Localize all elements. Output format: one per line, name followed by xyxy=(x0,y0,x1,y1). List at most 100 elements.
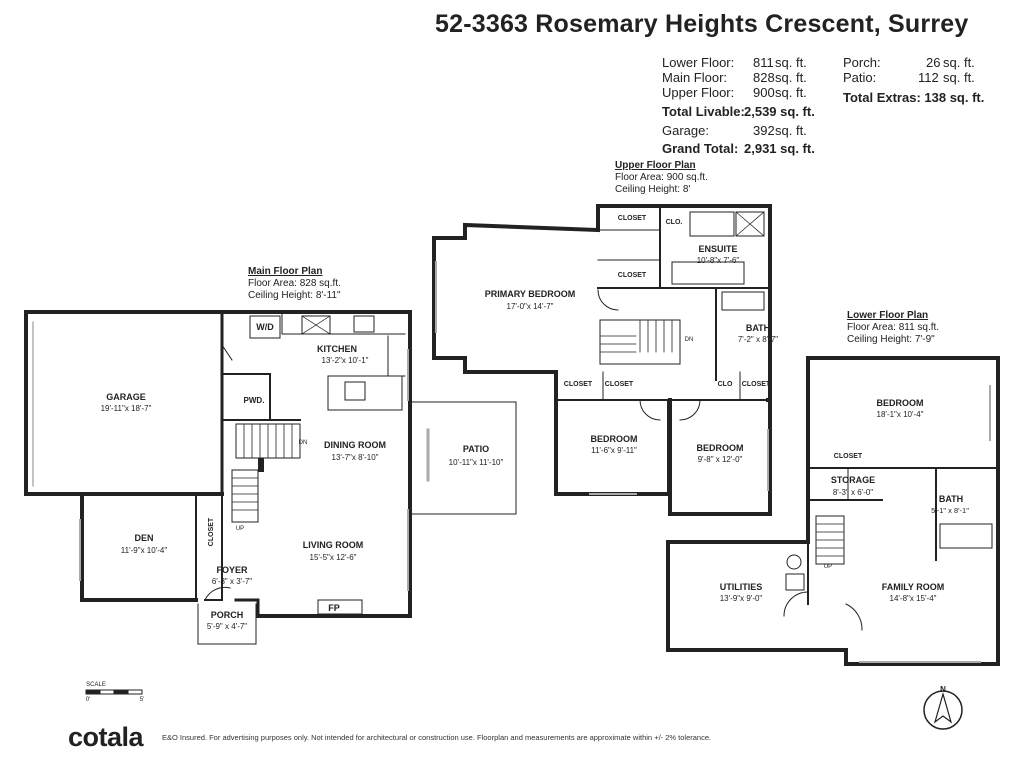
main-floor-label: Main Floor: xyxy=(662,70,728,85)
main-floor-unit: sq. ft. xyxy=(775,70,807,85)
compass-north-label: N xyxy=(940,685,946,694)
room-primary-dim: 17'-0"x 14'-7" xyxy=(507,302,554,311)
total-extras: Total Extras: 138 sq. ft. xyxy=(843,90,985,105)
total-livable-label: Total Livable: xyxy=(662,104,745,119)
disclaimer-text: E&O Insured. For advertising purposes on… xyxy=(162,733,712,742)
upper-exterior-walls xyxy=(596,204,772,402)
main-stair-up-label: UP xyxy=(236,526,244,532)
room-kitchen-dim: 13'-2"x 10'-1" xyxy=(322,356,369,365)
room-patio-name: PATIO xyxy=(463,444,489,454)
patio-outline xyxy=(409,401,517,515)
kitchen-island xyxy=(327,375,403,411)
area-summary: Lower Floor: 811 sq. ft. Main Floor: 828… xyxy=(0,0,1024,160)
garage-label: Garage: xyxy=(662,123,709,138)
room-storage-name: STORAGE xyxy=(831,475,875,485)
room-lower-closet-name: CLOSET xyxy=(834,453,863,460)
room-upper-closet-5-name: CLOSET xyxy=(742,381,771,388)
page-title: 52-3363 Rosemary Heights Crescent, Surre… xyxy=(435,10,969,38)
upper-floor-value: 900 xyxy=(753,85,775,100)
main-floor-value: 828 xyxy=(753,70,775,85)
room-garage-dim: 19'-11"x 18'-7" xyxy=(101,404,152,413)
lower-floor-heading-block: Lower Floor Plan Floor Area: 811 sq.ft. … xyxy=(847,310,939,346)
scale-five: 5' xyxy=(140,697,144,703)
room-upper-closet-4-name: CLOSET xyxy=(605,381,634,388)
scale-bar xyxy=(85,689,143,695)
main-floor-area: Floor Area: 828 sq.ft. xyxy=(248,278,341,289)
room-bath-upper-name: BATH xyxy=(746,323,770,333)
room-patio-dim: 10'-11"x 11'-10" xyxy=(449,458,504,467)
room-utilities-dim: 13'-9"x 9'-0" xyxy=(720,594,763,603)
room-bedroom-2-name: BEDROOM xyxy=(591,434,638,444)
main-floor-heading: Main Floor Plan xyxy=(248,266,323,277)
patio-label: Patio: xyxy=(843,70,877,85)
total-livable-value: 2,539 sq. ft. xyxy=(744,104,815,119)
porch-label: Porch: xyxy=(843,55,881,70)
lower-floor-plan xyxy=(666,356,1000,666)
upper-floor-label: Upper Floor: xyxy=(662,85,735,100)
room-family-dim: 14'-8"x 15'-4" xyxy=(890,594,937,603)
room-living-name: LIVING ROOM xyxy=(303,540,364,550)
room-upper-clo-1-name: CLO. xyxy=(666,219,683,226)
room-ensuite-name: ENSUITE xyxy=(698,244,737,254)
room-upper-closet-1-name: CLOSET xyxy=(618,215,647,222)
room-ensuite-dim: 10'-8"x 7'-6" xyxy=(697,256,740,265)
room-utilities-name: UTILITIES xyxy=(720,582,763,592)
garage-unit: sq. ft. xyxy=(775,123,807,138)
upper-floor-plan xyxy=(432,204,772,516)
room-bedroom-lower-name: BEDROOM xyxy=(877,398,924,408)
room-dining-name: DINING ROOM xyxy=(324,440,386,450)
room-foyer-name: FOYER xyxy=(216,565,248,575)
room-upper-closet-2-name: CLOSET xyxy=(618,272,647,279)
lower-exterior-walls xyxy=(806,356,1000,666)
upper-floor-heading: Upper Floor Plan xyxy=(615,160,696,171)
main-exterior-walls xyxy=(220,310,412,618)
upper-stair-dn-label: DN xyxy=(685,337,694,343)
room-porch-dim: 5'-9" x 4'-7" xyxy=(207,622,247,631)
room-wd-name: W/D xyxy=(256,322,274,332)
porch-unit: sq. ft. xyxy=(943,55,975,70)
lower-floor-ceiling: Ceiling Height: 7'-9" xyxy=(847,334,935,345)
grand-total-value: 2,931 sq. ft. xyxy=(744,141,815,156)
lower-floor-label: Lower Floor: xyxy=(662,55,735,70)
room-family-name: FAMILY ROOM xyxy=(882,582,945,592)
room-pwd-name: PWD. xyxy=(244,396,265,405)
patio-unit: sq. ft. xyxy=(943,70,975,85)
room-fp-name: FP xyxy=(328,603,340,613)
main-floor-ceiling: Ceiling Height: 8'-11" xyxy=(248,290,341,301)
room-bath-lower-dim: 5'-1" x 8'-1" xyxy=(931,506,969,515)
lower-floor-area: Floor Area: 811 sq.ft. xyxy=(847,322,940,333)
compass-icon xyxy=(923,690,963,730)
room-bedroom-2-dim: 11'-6"x 9'-11" xyxy=(591,446,637,455)
scale-label: SCALE xyxy=(86,682,106,688)
grand-total-label: Grand Total: xyxy=(662,141,739,156)
room-living-dim: 15'-5"x 12'-6" xyxy=(310,553,357,562)
room-dining-dim: 13'-7"x 8'-10" xyxy=(332,453,379,462)
upper-floor-area: Floor Area: 900 sq.ft. xyxy=(615,172,708,183)
lower-floor-value: 811 xyxy=(753,55,774,70)
room-upper-closet-3-name: CLOSET xyxy=(564,381,593,388)
main-stair-dn-label: DN xyxy=(299,440,308,446)
garage-walls xyxy=(24,310,224,496)
room-den-name: DEN xyxy=(134,533,153,543)
garage-value: 392 xyxy=(753,123,775,138)
lower-floor-unit: sq. ft. xyxy=(775,55,807,70)
patio-value: 112 xyxy=(918,70,939,85)
room-storage-dim: 8'-3" x 6'-0" xyxy=(833,488,873,497)
room-upper-clo-2-name: CLO xyxy=(718,381,733,388)
room-den-dim: 11'-9"x 10'-4" xyxy=(121,546,168,555)
room-bedroom-3-dim: 9'-8" x 12'-0" xyxy=(698,455,743,464)
upper-floor-heading-block: Upper Floor Plan Floor Area: 900 sq.ft. … xyxy=(615,160,708,196)
main-floor-heading-block: Main Floor Plan Floor Area: 828 sq.ft. C… xyxy=(248,266,341,302)
room-porch-name: PORCH xyxy=(211,610,244,620)
room-foyer-dim: 6'-3" x 3'-7" xyxy=(212,577,252,586)
porch-value: 26 xyxy=(926,55,941,70)
lower-stair-up-label: UP xyxy=(824,564,832,570)
room-primary-name: PRIMARY BEDROOM xyxy=(485,289,576,299)
room-bedroom-lower-dim: 18'-1"x 10'-4" xyxy=(877,410,924,419)
lower-floor-heading: Lower Floor Plan xyxy=(847,310,929,321)
room-garage-name: GARAGE xyxy=(106,392,146,402)
brand-logo: cotala xyxy=(68,722,144,752)
room-bath-lower-name: BATH xyxy=(939,494,963,504)
den-walls xyxy=(80,492,224,602)
